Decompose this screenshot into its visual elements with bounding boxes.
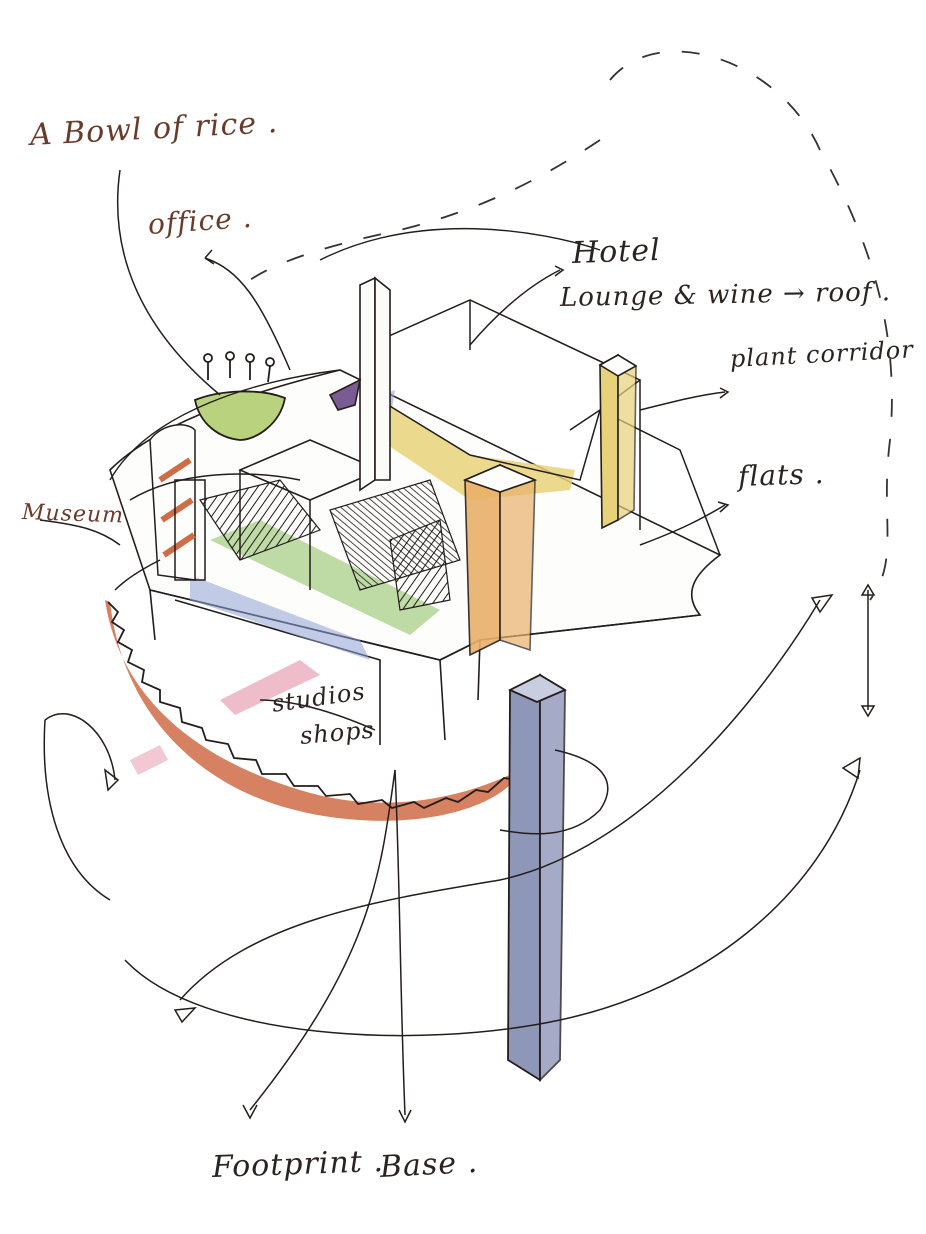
hatched-gardens [199, 479, 461, 611]
dashed-orbit [249, 50, 893, 601]
label-hotel: Hotel [571, 232, 662, 271]
museum-band [105, 600, 520, 821]
bowl-of-rice-icon [193, 351, 287, 441]
flats-towers [462, 463, 538, 657]
label-flats: flats . [737, 456, 825, 493]
museum-pillars [149, 424, 206, 581]
label-lounge-wine-roof: Lounge & wine → roof . [559, 277, 892, 313]
label-base: Base . [379, 1144, 479, 1185]
base-column [507, 673, 567, 1083]
label-museum: Museum [21, 500, 125, 529]
yellow-tower [598, 353, 638, 530]
sweep-curves [109, 227, 601, 481]
slender-tower [328, 276, 391, 492]
label-footprint: Footprint . [211, 1144, 385, 1185]
leader-lines [39, 169, 876, 1124]
